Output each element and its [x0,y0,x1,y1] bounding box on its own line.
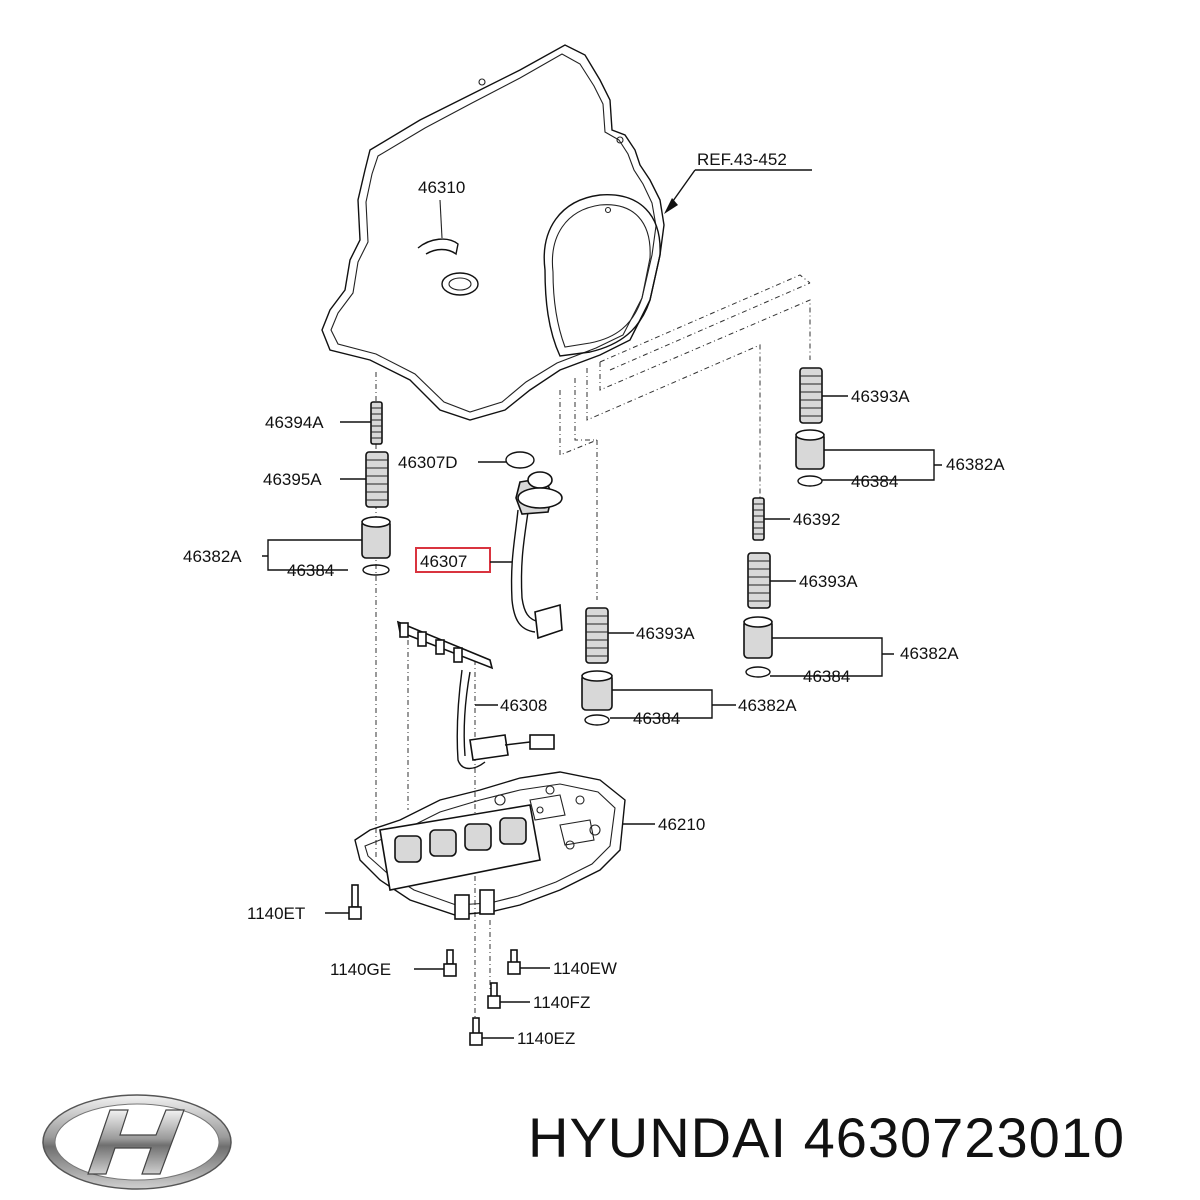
right-oring-46384-mid [745,666,771,678]
right-spring-46392 [752,497,765,541]
left-piston-46382A [361,516,391,559]
label-1140ET: 1140ET [247,904,305,923]
oring-46307D [505,451,535,469]
right-oring-46384-top [797,475,823,487]
bolt-1140FZ [487,982,501,1009]
wiring-harness-46308 [396,620,555,770]
label-1140GE: 1140GE [330,960,391,979]
valve-body-46210 [354,771,626,920]
bolt-1140ET [348,884,362,920]
part-caption: HYUNDAI 4630723010 [528,1106,1126,1169]
label-1140EW: 1140EW [553,959,617,978]
left-oring-46384 [362,564,390,576]
highlight-box-46307 [415,547,491,573]
label-46210: 46210 [658,815,705,834]
label-46307D: 46307D [398,453,458,472]
center-piston-46382A [581,670,613,711]
center-oring-46384 [584,714,610,726]
label-46394A: 46394A [265,413,324,432]
left-spring-46395A [365,451,389,508]
left-spring-46394A [370,401,383,445]
ref-callout: REF.43-452 [664,150,812,214]
oil-pipe-46307 [510,471,563,640]
label-46392: 46392 [793,510,840,529]
label-46384-r2: 46384 [803,667,850,686]
label-46382A-left: 46382A [183,547,242,566]
label-46308: 46308 [500,696,547,715]
label-46382A-r1: 46382A [946,455,1005,474]
label-46307: 46307 [420,552,467,571]
bolt-1140EZ [469,1017,483,1046]
label-46384-c: 46384 [633,709,680,728]
right-spring-46393A-top [799,367,823,424]
label-46393A-r2: 46393A [799,572,858,591]
label-46393A-c: 46393A [636,624,695,643]
label-46310: 46310 [418,178,465,197]
label-46384-r1: 46384 [851,472,898,491]
label-46382A-c: 46382A [738,696,797,715]
label-ref: REF.43-452 [697,150,787,169]
label-1140FZ: 1140FZ [533,993,590,1012]
hyundai-logo-icon [42,1094,232,1190]
label-46395A: 46395A [263,470,322,489]
label-46384-left: 46384 [287,561,334,580]
bolt-1140GE [443,949,457,977]
center-spring-46393A [585,607,609,664]
label-46393A-r1: 46393A [851,387,910,406]
transmission-housing [321,44,665,421]
bolt-1140EW [507,949,521,975]
right-spring-46393A-mid [747,552,771,609]
label-1140EZ: 1140EZ [517,1029,575,1048]
right-piston-46382A-top [795,429,825,470]
right-piston-46382A-mid [743,616,773,659]
label-46382A-r2: 46382A [900,644,959,663]
